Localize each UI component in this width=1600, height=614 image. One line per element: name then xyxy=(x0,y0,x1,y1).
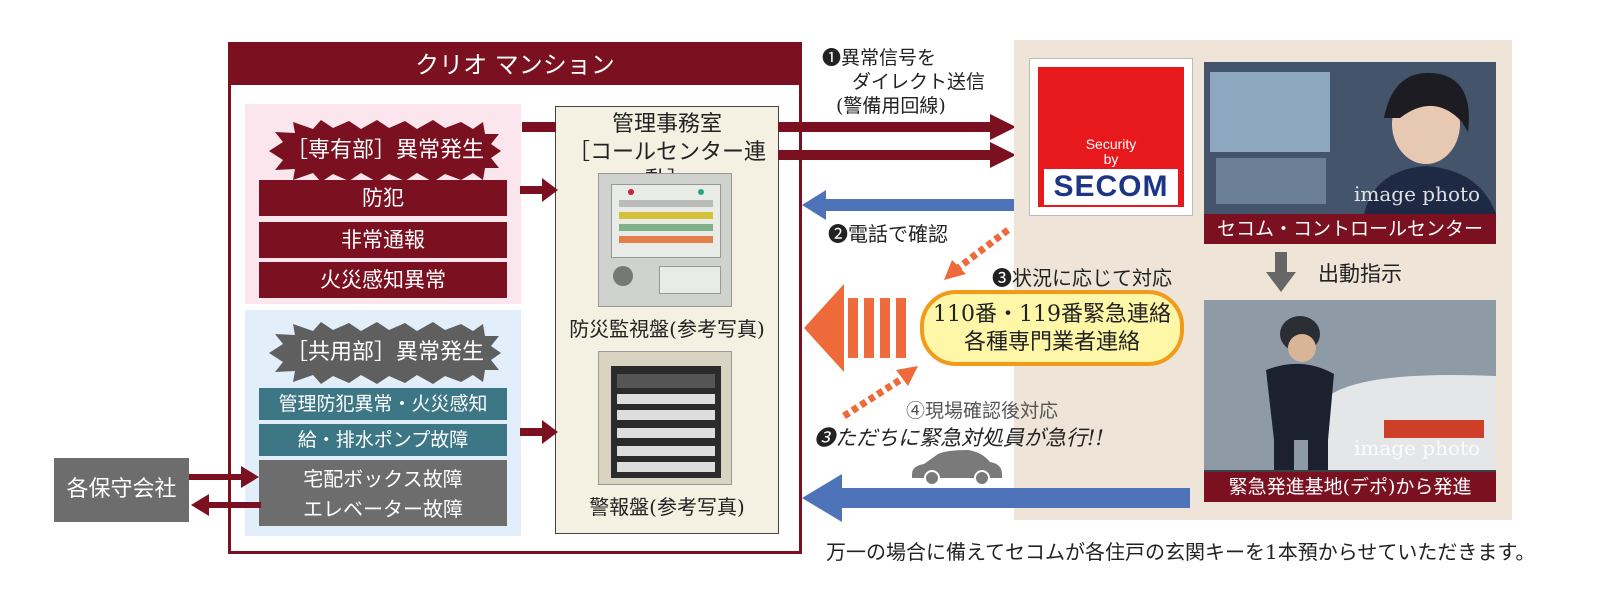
common-area-panel: ［共用部］異常発生 管理防犯異常・火災感知 給・排水ポンプ故障 宅配ボックス故障… xyxy=(245,310,521,536)
common-item-delivery-elevator: 宅配ボックス故障 エレベーター故障 xyxy=(259,460,507,526)
control-center-photo: image photo セコム・コントロールセンター xyxy=(1204,62,1496,244)
dispatch-caption: 緊急発進基地(デポ)から発進 xyxy=(1204,472,1496,502)
common-item-pump: 給・排水ポンプ故障 xyxy=(259,424,507,456)
elevator-fault: エレベーター故障 xyxy=(303,497,463,521)
delivery-box-fault: 宅配ボックス故障 xyxy=(303,467,463,491)
maintenance-companies-box: 各保守会社 xyxy=(54,458,189,522)
step1-number: ❶ xyxy=(822,47,842,69)
guard-running-scene-icon xyxy=(1204,300,1496,470)
car-icon xyxy=(912,450,1002,486)
arrow-guard-dispatch xyxy=(802,474,1190,522)
arrow-dashed-from-emergency xyxy=(842,366,918,419)
emergency-line2: 各種専門業者連絡 xyxy=(963,330,1140,355)
alarm-panel-image xyxy=(598,351,732,485)
disaster-monitor-panel-image xyxy=(598,173,732,307)
secom-security-text: Security by xyxy=(1038,137,1184,167)
control-center-caption: セコム・コントロールセンター xyxy=(1204,214,1496,244)
step3a-label: ❸状況に応じて対応 xyxy=(992,266,1172,290)
panel-speaker-icon xyxy=(613,266,633,286)
private-item-fire: 火災感知異常 xyxy=(259,262,507,298)
step1-line3: (警備用回線) xyxy=(836,95,946,117)
secom-logo-red: Security by SECOM xyxy=(1038,67,1184,207)
dispatch-order-label: 出動指示 xyxy=(1318,262,1402,286)
common-item-security-fire: 管理防犯異常・火災感知 xyxy=(259,388,507,420)
panel-switch-area xyxy=(659,266,721,294)
panel2-caption: 警報盤(参考写真) xyxy=(589,495,745,519)
secom-logo-box: Security by SECOM xyxy=(1029,58,1193,216)
step3b-label: ❸ただちに緊急対処員が急行!! xyxy=(814,426,1104,450)
arrow-orange-response xyxy=(804,284,906,372)
panel-face xyxy=(611,184,721,258)
step2-label: ❷電話で確認 xyxy=(828,222,948,246)
private-heading: ［専有部］異常発生 xyxy=(285,138,484,163)
panel-buttons-icon xyxy=(619,189,713,243)
footnote: 万一の場合に備えてセコムが各住戸の玄関キーを1本預からせていただきます。 xyxy=(826,540,1536,564)
common-burst-shape xyxy=(269,322,501,384)
secom-logo-text: SECOM xyxy=(1044,169,1178,205)
arrow-signal-to-secom xyxy=(522,114,1016,168)
emergency-contact-box: 110番・119番緊急連絡 各種専門業者連絡 xyxy=(920,290,1184,366)
management-office-box: 管理事務室 ［コールセンター連動］ 防災監視盤(参考写真) 警報盤(参考写真) xyxy=(555,106,779,534)
step1-line2: ダイレクト送信 xyxy=(852,71,986,93)
common-heading: ［共用部］異常発生 xyxy=(285,340,484,365)
secom-logo-line2: by xyxy=(1103,151,1119,167)
private-burst-shape xyxy=(269,120,501,182)
step1-line1: 異常信号を xyxy=(841,47,937,69)
control-center-watermark: image photo xyxy=(1354,182,1481,206)
step1-label: ❶異常信号を ダイレクト送信 (警備用回線) xyxy=(822,46,985,118)
mansion-title: クリオ マンション xyxy=(231,45,799,85)
private-area-panel: ［専有部］異常発生 防犯 非常通報 火災感知異常 xyxy=(245,104,521,304)
secom-logo-line1: Security xyxy=(1085,136,1137,152)
step4-label: ④現場確認後対応 xyxy=(906,400,1059,422)
arrow-private-to-office xyxy=(520,178,558,202)
office-title-line1: 管理事務室 xyxy=(611,112,722,137)
arrow-dispatch-down xyxy=(1266,252,1296,292)
private-item-crime: 防犯 xyxy=(259,180,507,216)
dispatch-base-photo: image photo 緊急発進基地(デポ)から発進 xyxy=(1204,300,1496,502)
arrow-maintenance-bidirectional xyxy=(189,466,261,516)
control-center-scene-icon xyxy=(1204,62,1496,214)
dispatch-watermark: image photo xyxy=(1354,436,1481,460)
arrow-common-to-office xyxy=(520,420,558,444)
arrow-dashed-to-emergency xyxy=(944,227,1011,280)
arrow-phone-confirm xyxy=(802,190,1022,220)
alarm-panel-rack-icon xyxy=(611,366,721,478)
emergency-line1: 110番・119番緊急連絡 xyxy=(933,302,1171,327)
panel1-caption: 防災監視盤(参考写真) xyxy=(569,317,765,341)
private-item-emergency-call: 非常通報 xyxy=(259,222,507,258)
